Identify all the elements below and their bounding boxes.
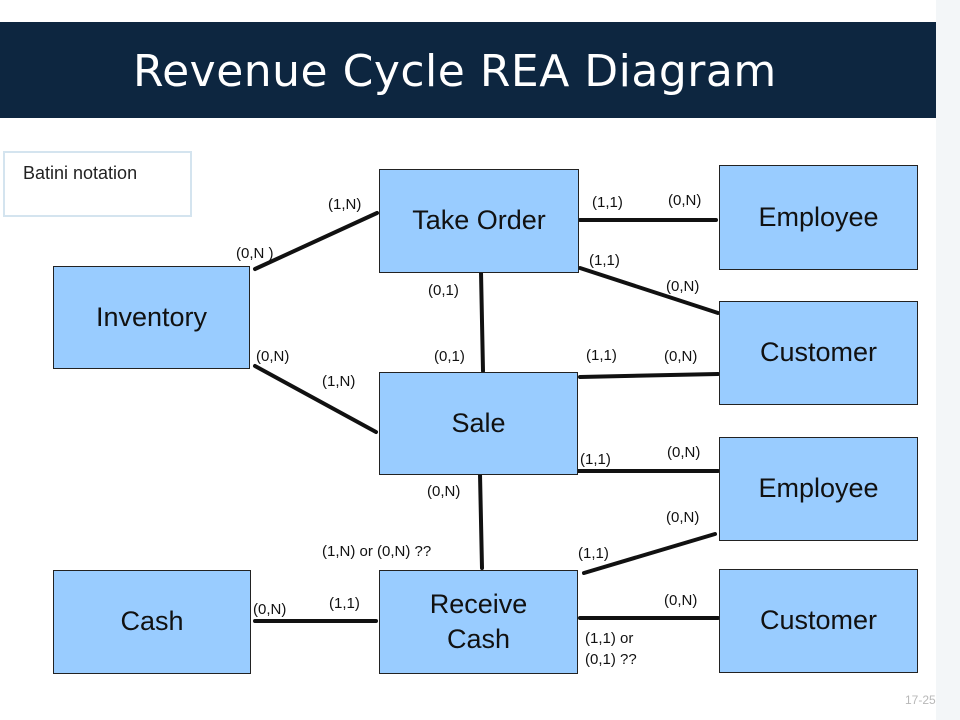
cardinality-label: (1,1) or	[585, 630, 634, 647]
cardinality-label: (0,N)	[668, 192, 702, 209]
cardinality-label: (0,1)	[434, 348, 465, 365]
cardinality-label: (0,N)	[664, 348, 698, 365]
page-title: Revenue Cycle REA Diagram	[133, 46, 777, 97]
entity-inventory: Inventory	[53, 266, 250, 369]
cardinality-label: (1,1)	[592, 194, 623, 211]
cardinality-label: (1,1)	[329, 595, 360, 612]
cardinality-label: (0,1)	[428, 282, 459, 299]
cardinality-label: (0,1) ??	[585, 651, 637, 668]
line-takeorder-customer-top	[578, 266, 720, 315]
notation-box: Batini notation	[3, 151, 192, 217]
cardinality-label: (0,N)	[666, 278, 700, 295]
line-sale-receivecash	[478, 472, 484, 570]
entity-employee-bottom: Employee	[719, 437, 918, 541]
cardinality-label: (1,1)	[578, 545, 609, 562]
entity-customer-bottom: Customer	[719, 569, 918, 673]
title-bar	[0, 22, 936, 118]
line-takeorder-sale	[479, 270, 485, 373]
cardinality-label: (1,N)	[322, 373, 356, 390]
cardinality-label: (0,N)	[666, 509, 700, 526]
page-number: 17-25	[905, 693, 936, 707]
right-margin-strip	[936, 0, 960, 720]
entity-sale: Sale	[379, 372, 578, 475]
line-sale-customer-top	[578, 372, 720, 379]
cardinality-label: (0,N )	[236, 245, 274, 262]
notation-label: Batini notation	[23, 163, 138, 183]
entity-customer-top: Customer	[719, 301, 918, 405]
cardinality-label: (0,N)	[256, 348, 290, 365]
cardinality-label: (0,N)	[427, 483, 461, 500]
line-receivecash-employee-bottom	[582, 532, 717, 575]
entity-cash: Cash	[53, 570, 251, 674]
cardinality-label: (1,1)	[580, 451, 611, 468]
entity-take-order: Take Order	[379, 169, 579, 273]
cardinality-label: (1,N) or (0,N) ??	[322, 543, 432, 560]
line-inventory-sale	[253, 364, 378, 434]
cardinality-label: (0,N)	[667, 444, 701, 461]
cardinality-label: (1,N)	[328, 196, 362, 213]
entity-receive-cash: Receive Cash	[379, 570, 578, 674]
cardinality-label: (0,N)	[664, 592, 698, 609]
cardinality-label: (0,N)	[253, 601, 287, 618]
line-inventory-takeorder	[253, 211, 379, 271]
entity-employee-top: Employee	[719, 165, 918, 270]
cardinality-label: (1,1)	[589, 252, 620, 269]
cardinality-label: (1,1)	[586, 347, 617, 364]
